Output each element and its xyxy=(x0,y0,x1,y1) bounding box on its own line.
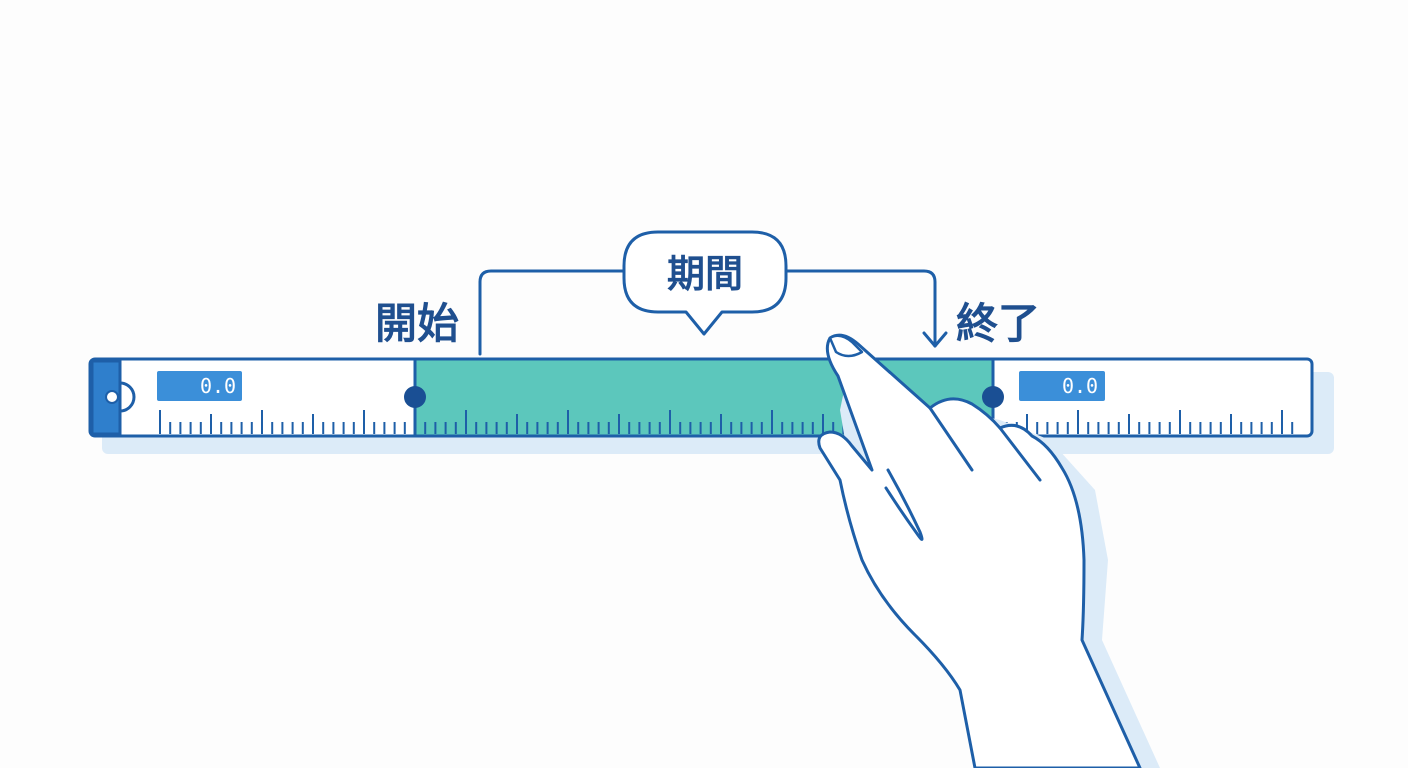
right-readout-box xyxy=(1019,371,1105,401)
finger-line-3 xyxy=(884,468,924,541)
start-marker-icon[interactable] xyxy=(404,386,426,408)
left-readout: 0.0 xyxy=(157,371,242,401)
finger-line-1 xyxy=(928,406,974,472)
start-label: 開始 xyxy=(375,299,459,348)
bracket-left-leg xyxy=(478,269,627,356)
end-marker-icon[interactable] xyxy=(982,386,1004,408)
bracket-right-leg xyxy=(783,269,937,348)
right-readout-value: 0.0 xyxy=(1062,374,1098,398)
ruler xyxy=(88,357,1314,438)
left-readout-value: 0.0 xyxy=(200,374,236,398)
end-label: 終了 xyxy=(956,299,1040,348)
fingernail xyxy=(828,334,864,358)
period-bubble: 期間 xyxy=(622,230,788,336)
right-readout: 0.0 xyxy=(1019,371,1105,401)
left-readout-box xyxy=(157,371,242,401)
finger-line-2 xyxy=(998,426,1042,482)
period-label: 期間 xyxy=(667,252,743,296)
hand-pointer-icon xyxy=(817,333,1160,768)
ruler-cap-icon xyxy=(90,359,136,436)
bracket-arrowhead xyxy=(922,331,948,348)
period-bracket xyxy=(478,269,948,356)
hand-outline xyxy=(817,333,1142,768)
bubble-shape xyxy=(622,230,788,336)
